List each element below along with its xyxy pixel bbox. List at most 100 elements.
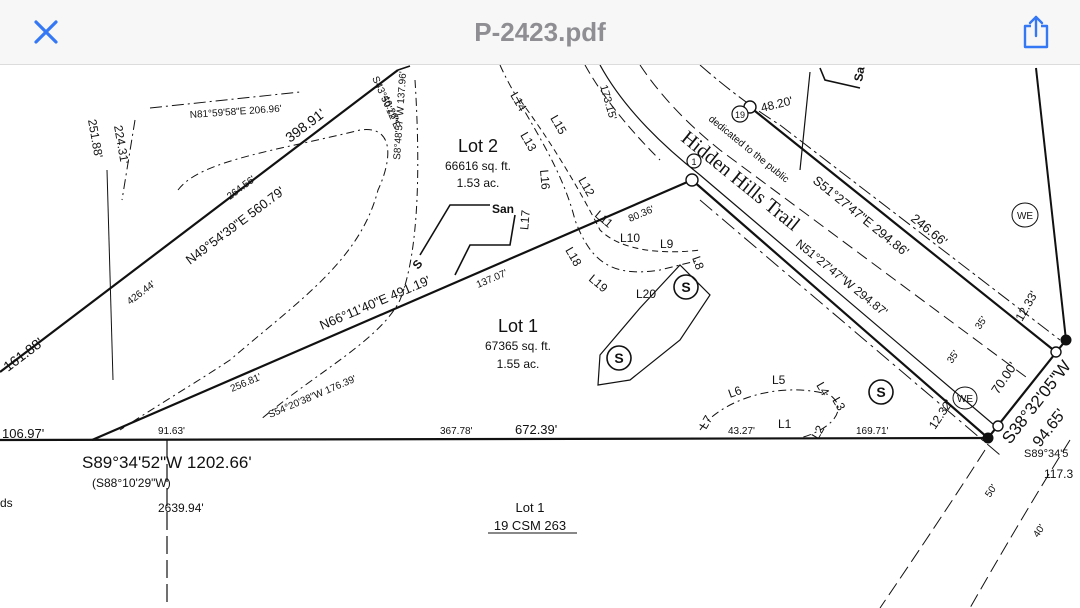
septic-marker-3 xyxy=(868,379,894,405)
dist-251: 251.88' xyxy=(85,118,106,159)
dist-106: 106.97' xyxy=(2,426,44,441)
well-label-1: WE xyxy=(1017,211,1033,222)
road-edge-dashed xyxy=(584,65,661,161)
bearing-n81: N81°59'58"E 206.96' xyxy=(189,104,282,121)
septic-label-2: S xyxy=(614,350,623,366)
dist-40: 40' xyxy=(1031,523,1047,540)
septic-label-1: S xyxy=(681,279,690,295)
lot1-name: Lot 1 xyxy=(498,316,538,336)
line-label-l12: L12 xyxy=(575,175,597,200)
dist-117: 117.3 xyxy=(1044,467,1073,481)
lot-line-n49 xyxy=(0,69,399,373)
easement-line-2 xyxy=(519,99,701,253)
lot-line-s51 xyxy=(749,106,1057,353)
septic-label-3: S xyxy=(876,384,885,400)
dist-91: 91.63' xyxy=(158,426,185,437)
dist-672: 672.39' xyxy=(515,422,557,437)
lot-line-east xyxy=(1035,67,1067,341)
sanitary-label-ne: Sa xyxy=(851,65,867,82)
lot2-area-ac: 1.53 ac. xyxy=(457,176,500,190)
line-label-l11: L11 xyxy=(592,208,616,231)
dist-43: 43.27' xyxy=(728,426,755,437)
line-label-l7: L7 xyxy=(696,413,715,432)
lot1-area-ac: 1.55 ac. xyxy=(497,357,540,371)
line-label-l2: L2 xyxy=(808,423,827,442)
line-label-l10: L10 xyxy=(620,231,640,245)
survey-point-label-1: 1 xyxy=(691,157,696,167)
line-label-l20: L20 xyxy=(636,287,656,301)
parcel-line-top xyxy=(149,91,301,109)
survey-marker-19 xyxy=(731,105,749,123)
dist-12-32: 12.32' xyxy=(926,397,956,432)
lot-line-n51 xyxy=(691,179,989,439)
sanitary-label-s: S xyxy=(410,257,426,272)
well-marker-2 xyxy=(952,386,978,410)
lot2-name: Lot 2 xyxy=(458,136,498,156)
dist-224: 224.31' xyxy=(111,124,132,165)
survey-marker-1 xyxy=(686,153,702,169)
bearing-s8: S8°48'57"W 137.96' xyxy=(392,71,409,160)
well-label-2: WE xyxy=(957,394,973,405)
survey-map: Lot 2 66616 sq. ft. 1.53 ac. Lot 1 67365… xyxy=(0,65,1075,608)
sanitary-line-2 xyxy=(454,214,516,276)
road-south-2 xyxy=(969,439,1071,608)
road-centerline xyxy=(699,65,1061,341)
parcel-line-dashed xyxy=(121,119,136,201)
dist-264: 264.56' xyxy=(225,174,258,202)
share-button[interactable] xyxy=(1016,12,1056,52)
survey-point-label-19: 19 xyxy=(735,110,745,120)
line-label-l13: L13 xyxy=(517,130,539,155)
csm-reference: 19 CSM 263 xyxy=(494,518,566,533)
dist-169: 169.71' xyxy=(856,426,889,437)
dist-48: 48.20' xyxy=(759,94,794,115)
share-icon xyxy=(1023,15,1049,49)
septic-marker-2 xyxy=(606,345,632,371)
lot1-area-sqft: 67365 sq. ft. xyxy=(485,339,551,353)
well-marker-1 xyxy=(1011,202,1039,228)
line-label-l18: L18 xyxy=(562,245,584,270)
contour-line-2 xyxy=(259,79,419,421)
parcel-line-west xyxy=(106,169,114,381)
line-label-l19: L19 xyxy=(586,272,611,296)
road-easement xyxy=(639,65,1031,381)
bearing-n51: N51°27'47"W 294.87' xyxy=(793,236,890,318)
parcel-line-ne xyxy=(799,71,811,171)
line-label-l5: L5 xyxy=(772,373,786,387)
lot-line-stub xyxy=(397,65,411,71)
dist-12-33: 12.33' xyxy=(1012,289,1040,324)
close-icon xyxy=(34,20,58,44)
dist-256: 256.81' xyxy=(229,372,263,395)
survey-point-e2 xyxy=(992,420,1004,432)
close-button[interactable] xyxy=(28,14,64,50)
dist-367: 367.78' xyxy=(440,426,473,437)
bearing-n66: N66°11'40"E 491.19' xyxy=(317,273,432,333)
line-label-l16: L16 xyxy=(537,169,553,190)
dist-246: 246.66' xyxy=(908,211,950,249)
line-label-l9: L9 xyxy=(660,237,674,251)
setback-line xyxy=(699,199,1001,456)
septic-marker-1 xyxy=(673,274,699,300)
survey-point-1 xyxy=(685,173,699,187)
dist-50: 50' xyxy=(983,483,999,500)
dist-426: 426.44' xyxy=(125,279,158,307)
line-label-l17: L17 xyxy=(517,209,533,230)
line-label-l1: L1 xyxy=(778,417,792,431)
survey-point-e1 xyxy=(1050,346,1062,358)
line-label-l8: L8 xyxy=(689,254,707,272)
csm-lot-label: Lot 1 xyxy=(516,500,545,515)
sanitary-line-1 xyxy=(419,204,490,256)
contour-line-1 xyxy=(119,129,389,431)
lot2-area-sqft: 66616 sq. ft. xyxy=(445,159,511,173)
survey-map-page[interactable]: Lot 2 66616 sq. ft. 1.53 ac. Lot 1 67365… xyxy=(0,65,1080,608)
septic-area xyxy=(597,264,711,386)
survey-point-ne xyxy=(1060,334,1072,346)
pdf-toolbar: P-2423.pdf xyxy=(0,0,1080,65)
sanitary-line-3 xyxy=(819,67,861,89)
drainage-curve xyxy=(699,389,839,439)
sanitary-label: San xyxy=(492,202,514,216)
line-label-l3: L3 xyxy=(829,395,848,414)
lot-line-n66 xyxy=(91,178,693,442)
dist-161: 161.88' xyxy=(0,334,46,374)
document-title: P-2423.pdf xyxy=(474,16,606,47)
bearing-s89: S89°34'52"W 1202.66' xyxy=(82,453,252,472)
